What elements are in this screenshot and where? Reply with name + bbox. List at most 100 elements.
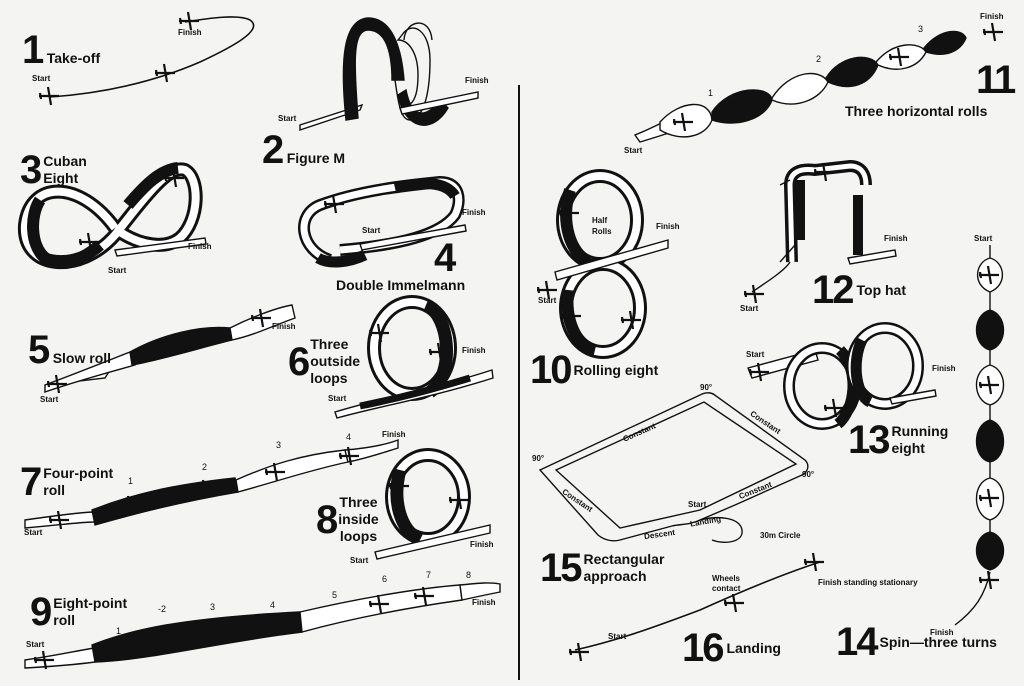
start-label: Start xyxy=(32,74,51,83)
finish-label: Finish xyxy=(470,540,494,549)
maneuver-title-line1: Three xyxy=(339,494,378,510)
corner-90: 90° xyxy=(700,383,713,392)
rectangular-approach-track xyxy=(538,392,809,543)
maneuver-13-label: 13 Running eight xyxy=(848,420,948,460)
slow-roll-ribbon xyxy=(44,304,296,395)
maneuver-title: Slow roll xyxy=(52,350,112,366)
start-label: Start xyxy=(278,114,297,123)
half-rolls-label: Half xyxy=(592,216,608,225)
maneuver-title-line2: roll xyxy=(43,482,66,498)
maneuver-11-title: Three horizontal rolls xyxy=(845,103,988,119)
maneuver-11-number: 11 xyxy=(976,58,1016,102)
start-label: Start xyxy=(108,266,127,275)
maneuver-title-line1: Cuban xyxy=(43,153,87,169)
finish-label: Finish xyxy=(462,208,486,217)
three-inside-loops-ribbon xyxy=(374,448,491,560)
maneuver-9-label: 9 Eight-point roll xyxy=(30,592,127,632)
start-label: Start xyxy=(974,234,993,243)
maneuver-title: Spin—three turns xyxy=(879,633,997,650)
maneuver-title: Landing xyxy=(726,639,781,656)
takeoff-path xyxy=(37,10,255,107)
maneuver-5-label: 5 Slow roll xyxy=(28,330,111,370)
maneuver-number: 12 xyxy=(812,268,854,312)
maneuver-number: 15 xyxy=(540,546,582,590)
roll-point: 3 xyxy=(276,440,282,450)
four-point-roll-ribbon xyxy=(24,438,399,531)
maneuver-number: 2 xyxy=(262,128,284,172)
cuban-eight-ribbon xyxy=(17,162,207,270)
start-label: Start xyxy=(26,640,45,649)
roll-point: 6 xyxy=(382,574,388,584)
landing-path xyxy=(567,551,826,663)
finish-label: Finish xyxy=(462,346,486,355)
maneuver-number: 16 xyxy=(682,626,724,670)
roll-point: 1 xyxy=(116,626,122,636)
maneuver-title: Top hat xyxy=(856,281,907,298)
maneuver-title-line1: Eight-point xyxy=(53,595,128,611)
rolling-eight-ribbon xyxy=(535,169,669,359)
maneuver-number: 7 xyxy=(20,460,42,504)
roll-point: 2 xyxy=(816,54,822,64)
running-eight-ribbon xyxy=(747,322,937,430)
corner-90: 90° xyxy=(802,470,815,479)
maneuver-title-line1: Four-point xyxy=(43,465,114,481)
finish-label: Finish xyxy=(465,76,489,85)
roll-point: 5 xyxy=(332,590,338,600)
finish-label: Finish xyxy=(382,430,406,439)
start-label: Start xyxy=(538,296,557,305)
maneuver-title-line1: Running xyxy=(891,423,949,439)
maneuver-title-line1: Three xyxy=(310,336,349,352)
wheels-contact-label: Wheels xyxy=(712,574,741,583)
maneuver-2-label: 2 Figure M xyxy=(262,130,345,170)
finish-label: Finish xyxy=(472,598,496,607)
finish-label: Finish xyxy=(272,322,296,331)
roll-point: -2 xyxy=(158,604,167,614)
maneuver-4-number: 4 xyxy=(434,238,456,278)
maneuver-number: 6 xyxy=(288,339,310,384)
maneuver-number: 14 xyxy=(836,620,878,664)
maneuver-1-label: 1 Take-off xyxy=(22,30,100,70)
three-horizontal-rolls-ribbon xyxy=(633,21,1005,143)
finish-label: Finish xyxy=(656,222,680,231)
maneuver-number: 10 xyxy=(530,348,572,392)
maneuver-12-label: 12 Top hat xyxy=(812,270,906,310)
start-label: Start xyxy=(740,304,759,313)
eight-point-roll-ribbon xyxy=(24,582,501,671)
maneuver-16-label: 16 Landing xyxy=(682,628,781,668)
roll-point: 2 xyxy=(202,462,208,472)
corner-90: 90° xyxy=(532,454,545,463)
maneuver-15-label: 15 Rectangular approach xyxy=(540,548,664,588)
double-immelmann-ribbon xyxy=(298,175,467,268)
maneuver-3-label: 3 Cuban Eight xyxy=(20,150,87,190)
roll-point: 4 xyxy=(346,432,352,442)
maneuver-title-line2: Eight xyxy=(43,170,79,186)
wheels-contact-label: contact xyxy=(712,584,741,593)
maneuver-number: 11 xyxy=(976,58,1016,102)
three-outside-loops-ribbon xyxy=(334,295,494,419)
roll-point: 1 xyxy=(708,88,714,98)
start-label: Start xyxy=(40,395,59,404)
roll-point: 1 xyxy=(128,476,134,486)
maneuver-title-line3: loops xyxy=(310,370,348,386)
maneuver-number: 13 xyxy=(848,418,890,462)
maneuver-title-line2: outside xyxy=(310,353,361,369)
finish-label: Finish standing stationary xyxy=(818,578,918,587)
finish-label: Finish xyxy=(980,12,1004,21)
maneuver-6-label: 6 Three outside loops xyxy=(288,336,360,387)
finish-label: Finish xyxy=(932,364,956,373)
maneuver-4-title: Double Immelmann xyxy=(336,277,466,293)
circle-label: 30m Circle xyxy=(760,531,801,540)
maneuver-8-label: 8 Three inside loops xyxy=(316,494,379,545)
start-label: Start xyxy=(362,226,381,235)
maneuver-number: 9 xyxy=(30,590,52,634)
maneuver-title-line2: eight xyxy=(891,440,925,456)
maneuver-title-line2: roll xyxy=(53,612,76,628)
finish-label: Finish xyxy=(188,242,212,251)
roll-point: 7 xyxy=(426,570,432,580)
maneuver-title-line3: loops xyxy=(339,528,378,544)
maneuver-7-label: 7 Four-point roll xyxy=(20,462,113,502)
start-label: Start xyxy=(328,394,347,403)
start-label: Start xyxy=(350,556,369,565)
start-label: Start xyxy=(624,146,643,155)
